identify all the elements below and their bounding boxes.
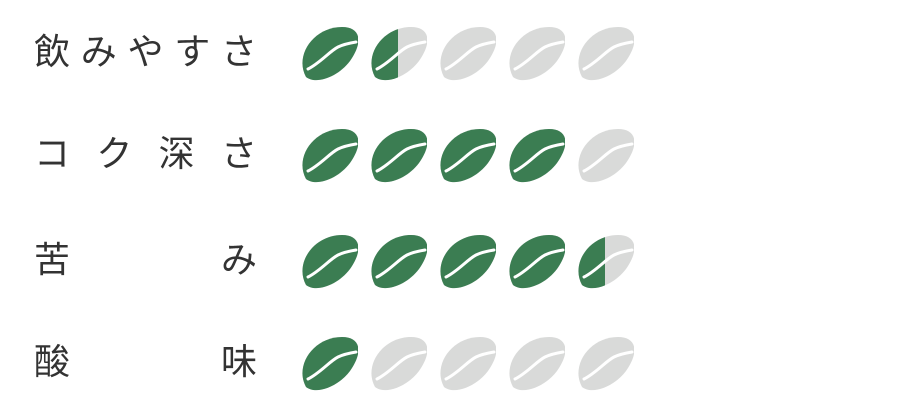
label-char: さ [220,32,257,73]
rating-row-body: コ ク 深 さ [0,120,900,190]
label-char: み [80,32,117,73]
coffee-bean-half-icon [576,233,634,289]
bean-rating [300,233,640,289]
rating-row-acidity: 酸 味 [0,328,900,398]
coffee-bean-filled-icon [438,233,496,289]
coffee-bean-empty-icon [576,127,634,183]
rating-label: 酸 味 [33,328,258,398]
label-char: 苦 [33,240,70,281]
coffee-bean-filled-icon [369,127,427,183]
label-char: ク [96,134,133,175]
coffee-bean-filled-icon [300,127,358,183]
rating-label: 飲 み や す さ [33,18,258,88]
coffee-bean-empty-icon [507,335,565,391]
coffee-bean-empty-icon [576,25,634,81]
label-char: み [220,240,257,281]
bean-rating [300,25,640,81]
coffee-bean-filled-icon [300,335,358,391]
label-char: さ [220,134,257,175]
label-char: 深 [158,134,195,175]
label-char: 飲 [33,32,70,73]
coffee-bean-filled-icon [369,233,427,289]
label-char: す [174,32,211,73]
coffee-bean-half-icon [369,25,427,81]
coffee-bean-empty-icon [369,335,427,391]
coffee-bean-filled-icon [507,233,565,289]
label-char: 酸 [33,342,70,383]
bean-rating [300,127,640,183]
rating-label: 苦 み [33,226,258,296]
coffee-bean-empty-icon [576,335,634,391]
label-char: コ [33,134,70,175]
coffee-bean-empty-icon [438,25,496,81]
label-char: 味 [220,342,257,383]
coffee-bean-filled-icon [300,25,358,81]
bean-rating [300,335,640,391]
coffee-bean-filled-icon [507,127,565,183]
coffee-bean-empty-icon [438,335,496,391]
coffee-bean-empty-icon [507,25,565,81]
label-char: や [127,32,164,73]
coffee-bean-filled-icon [300,233,358,289]
coffee-bean-filled-icon [438,127,496,183]
rating-row-bitterness: 苦 み [0,226,900,296]
rating-label: コ ク 深 さ [33,120,258,190]
rating-row-drinkability: 飲 み や す さ [0,18,900,88]
